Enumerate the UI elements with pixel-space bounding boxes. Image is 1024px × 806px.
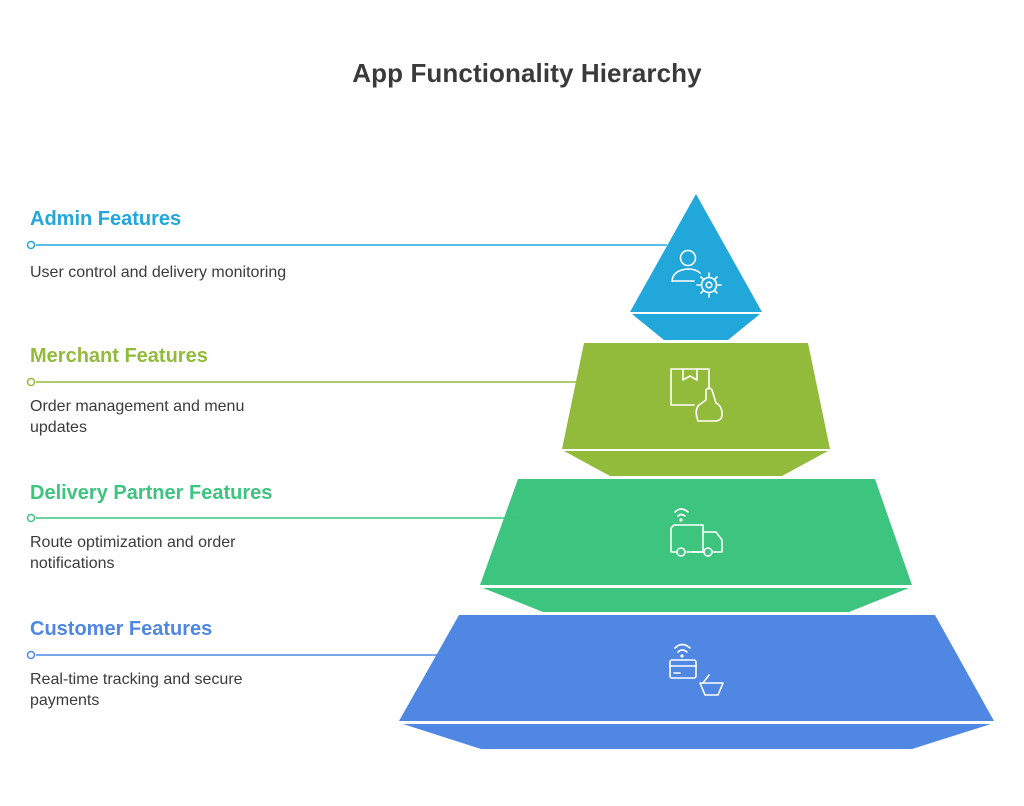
level-description-delivery: Route optimization and order notificatio… <box>30 534 236 572</box>
pyramid-tier-delivery-face <box>480 479 912 585</box>
package-hand-icon <box>670 368 723 422</box>
connector-dot-admin <box>26 240 36 250</box>
level-description-customer: Real-time tracking and secure payments <box>30 671 243 709</box>
level-heading-merchant: Merchant Features <box>30 345 208 367</box>
pyramid-level-delivery <box>26 479 912 612</box>
level-heading-admin: Admin Features <box>30 208 182 230</box>
diagram-title: App Functionality Hierarchy <box>352 58 702 88</box>
level-heading-delivery: Delivery Partner Features <box>30 482 273 504</box>
pyramid-tier-merchant-face <box>562 343 830 449</box>
user-settings-icon <box>671 249 722 298</box>
level-label-admin: Admin Features User control and delivery… <box>30 207 330 281</box>
level-description-merchant: Order management and menu updates <box>30 398 245 436</box>
connector-dot-merchant <box>26 377 36 387</box>
connector-dot-delivery <box>26 513 36 523</box>
pyramid-tier-delivery-base <box>483 588 909 612</box>
pyramid-level-merchant <box>26 343 830 476</box>
card-basket-icon <box>669 643 724 696</box>
level-label-customer: Customer Features Real-time tracking and… <box>30 617 330 709</box>
pyramid-level-customer <box>26 615 994 749</box>
connector-dot-customer <box>26 650 36 660</box>
pyramid-tier-customer-base <box>403 724 991 749</box>
pyramid-tier-merchant-base <box>564 451 828 476</box>
delivery-truck-icon <box>670 508 723 557</box>
level-label-delivery: Delivery Partner Features Route optimiza… <box>30 481 330 572</box>
level-label-merchant: Merchant Features Order management and m… <box>30 344 330 436</box>
pyramid-tier-admin-face <box>630 194 762 312</box>
pyramid-level-admin <box>26 194 762 340</box>
level-description-admin: User control and delivery monitoring <box>30 264 287 281</box>
pyramid-tier-admin-base <box>632 314 760 340</box>
level-heading-customer: Customer Features <box>30 618 213 640</box>
